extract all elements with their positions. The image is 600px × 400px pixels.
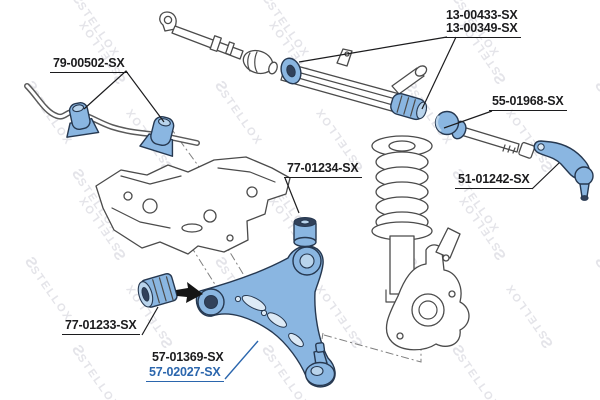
- control-arm-horizontal-bushing: [137, 273, 178, 308]
- part-label-13-00349: 13-00349-SX: [446, 21, 518, 35]
- control-arm: [195, 245, 336, 388]
- part-label-77-01233: 77-01233-SX: [62, 319, 141, 335]
- part-label-57-01369: 57-01369-SX: [152, 350, 224, 364]
- part-label-13-00433: 13-00433-SX: [446, 8, 518, 22]
- stabilizer-bushing-left: [66, 102, 100, 138]
- part-label-57-02027-link[interactable]: 57-02027-SX: [146, 366, 225, 382]
- ball-joint: [304, 342, 336, 387]
- leader-lines: [83, 36, 560, 380]
- stabilizer-bushing-right: [139, 116, 175, 157]
- inner-tie-rod: [434, 110, 536, 159]
- tie-rod-end: [533, 140, 594, 201]
- steering-rack: [280, 48, 428, 121]
- subframe: [95, 156, 291, 255]
- control-arm-rear-eye: [197, 288, 225, 316]
- part-label-79-00502: 79-00502-SX: [50, 57, 129, 73]
- coil-spring-strut: [371, 135, 433, 303]
- tie-rod-assembly: [159, 11, 278, 75]
- part-label-51-01242: 51-01242-SX: [455, 173, 534, 189]
- part-label-13-00433-13-00349: 13-00433-SX 13-00349-SX: [443, 8, 522, 38]
- part-label-55-01968: 55-01968-SX: [489, 95, 568, 111]
- control-arm-vertical-bushing: [293, 217, 317, 248]
- steering-knuckle: [385, 227, 470, 351]
- stabilizer-bar: [24, 83, 200, 157]
- control-arm-front-eye: [292, 246, 322, 276]
- part-label-77-01234: 77-01234-SX: [284, 162, 363, 178]
- rack-mount-bushing-left: [280, 57, 302, 85]
- pointer-arrow-icon: [176, 282, 203, 303]
- rack-boot-bushing-right: [390, 92, 428, 121]
